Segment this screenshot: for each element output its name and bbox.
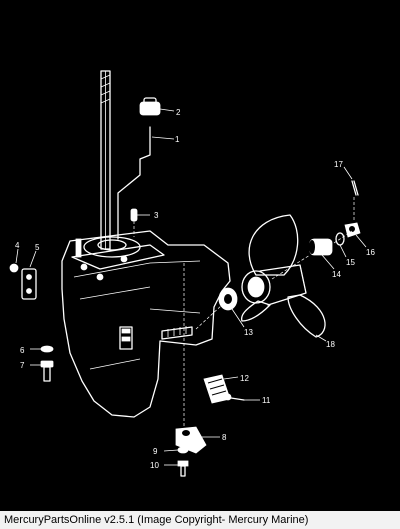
callout-9: 9 [153,447,158,456]
callout-16: 16 [366,248,375,257]
callout-6: 6 [20,346,25,355]
part-14-spacer [309,238,333,256]
part-7-bolt [40,360,54,382]
callout-8: 8 [222,433,227,442]
assembly-lines [133,197,355,427]
part-8-trim-tab [175,426,207,454]
callout-labels: 1 2 3 4 5 6 7 8 9 10 11 12 13 14 15 16 1… [15,108,375,470]
callout-10: 10 [150,461,159,470]
part-18-propeller [240,214,326,338]
callout-2: 2 [176,108,181,117]
part-9-washer [177,446,189,454]
part-12-anode [203,374,231,404]
copyright-caption: MercuryPartsOnline v2.5.1 (Image Copyrig… [0,511,400,529]
part-10-bolt [177,460,189,477]
part-1-tube [117,126,151,240]
part-11-screw [224,393,245,401]
callout-18: 18 [326,340,335,349]
callout-1: 1 [175,135,180,144]
callout-12: 12 [240,374,249,383]
part-6-washer [40,345,54,353]
part-13-thrust-washer [218,287,238,311]
callout-5: 5 [35,243,40,252]
callout-17: 17 [334,160,343,169]
part-17-cotter-pin [351,180,359,196]
leader-lines [15,108,367,466]
part-3-pin [130,208,138,222]
callout-4: 4 [15,241,20,250]
callout-11: 11 [262,396,271,405]
callout-14: 14 [332,270,341,279]
callout-13: 13 [244,328,253,337]
part-2-seal [139,97,161,116]
callout-7: 7 [20,361,25,370]
gear-housing [61,230,231,418]
callout-3: 3 [154,211,159,220]
callout-15: 15 [346,258,355,267]
part-4-5-plate [9,263,37,300]
